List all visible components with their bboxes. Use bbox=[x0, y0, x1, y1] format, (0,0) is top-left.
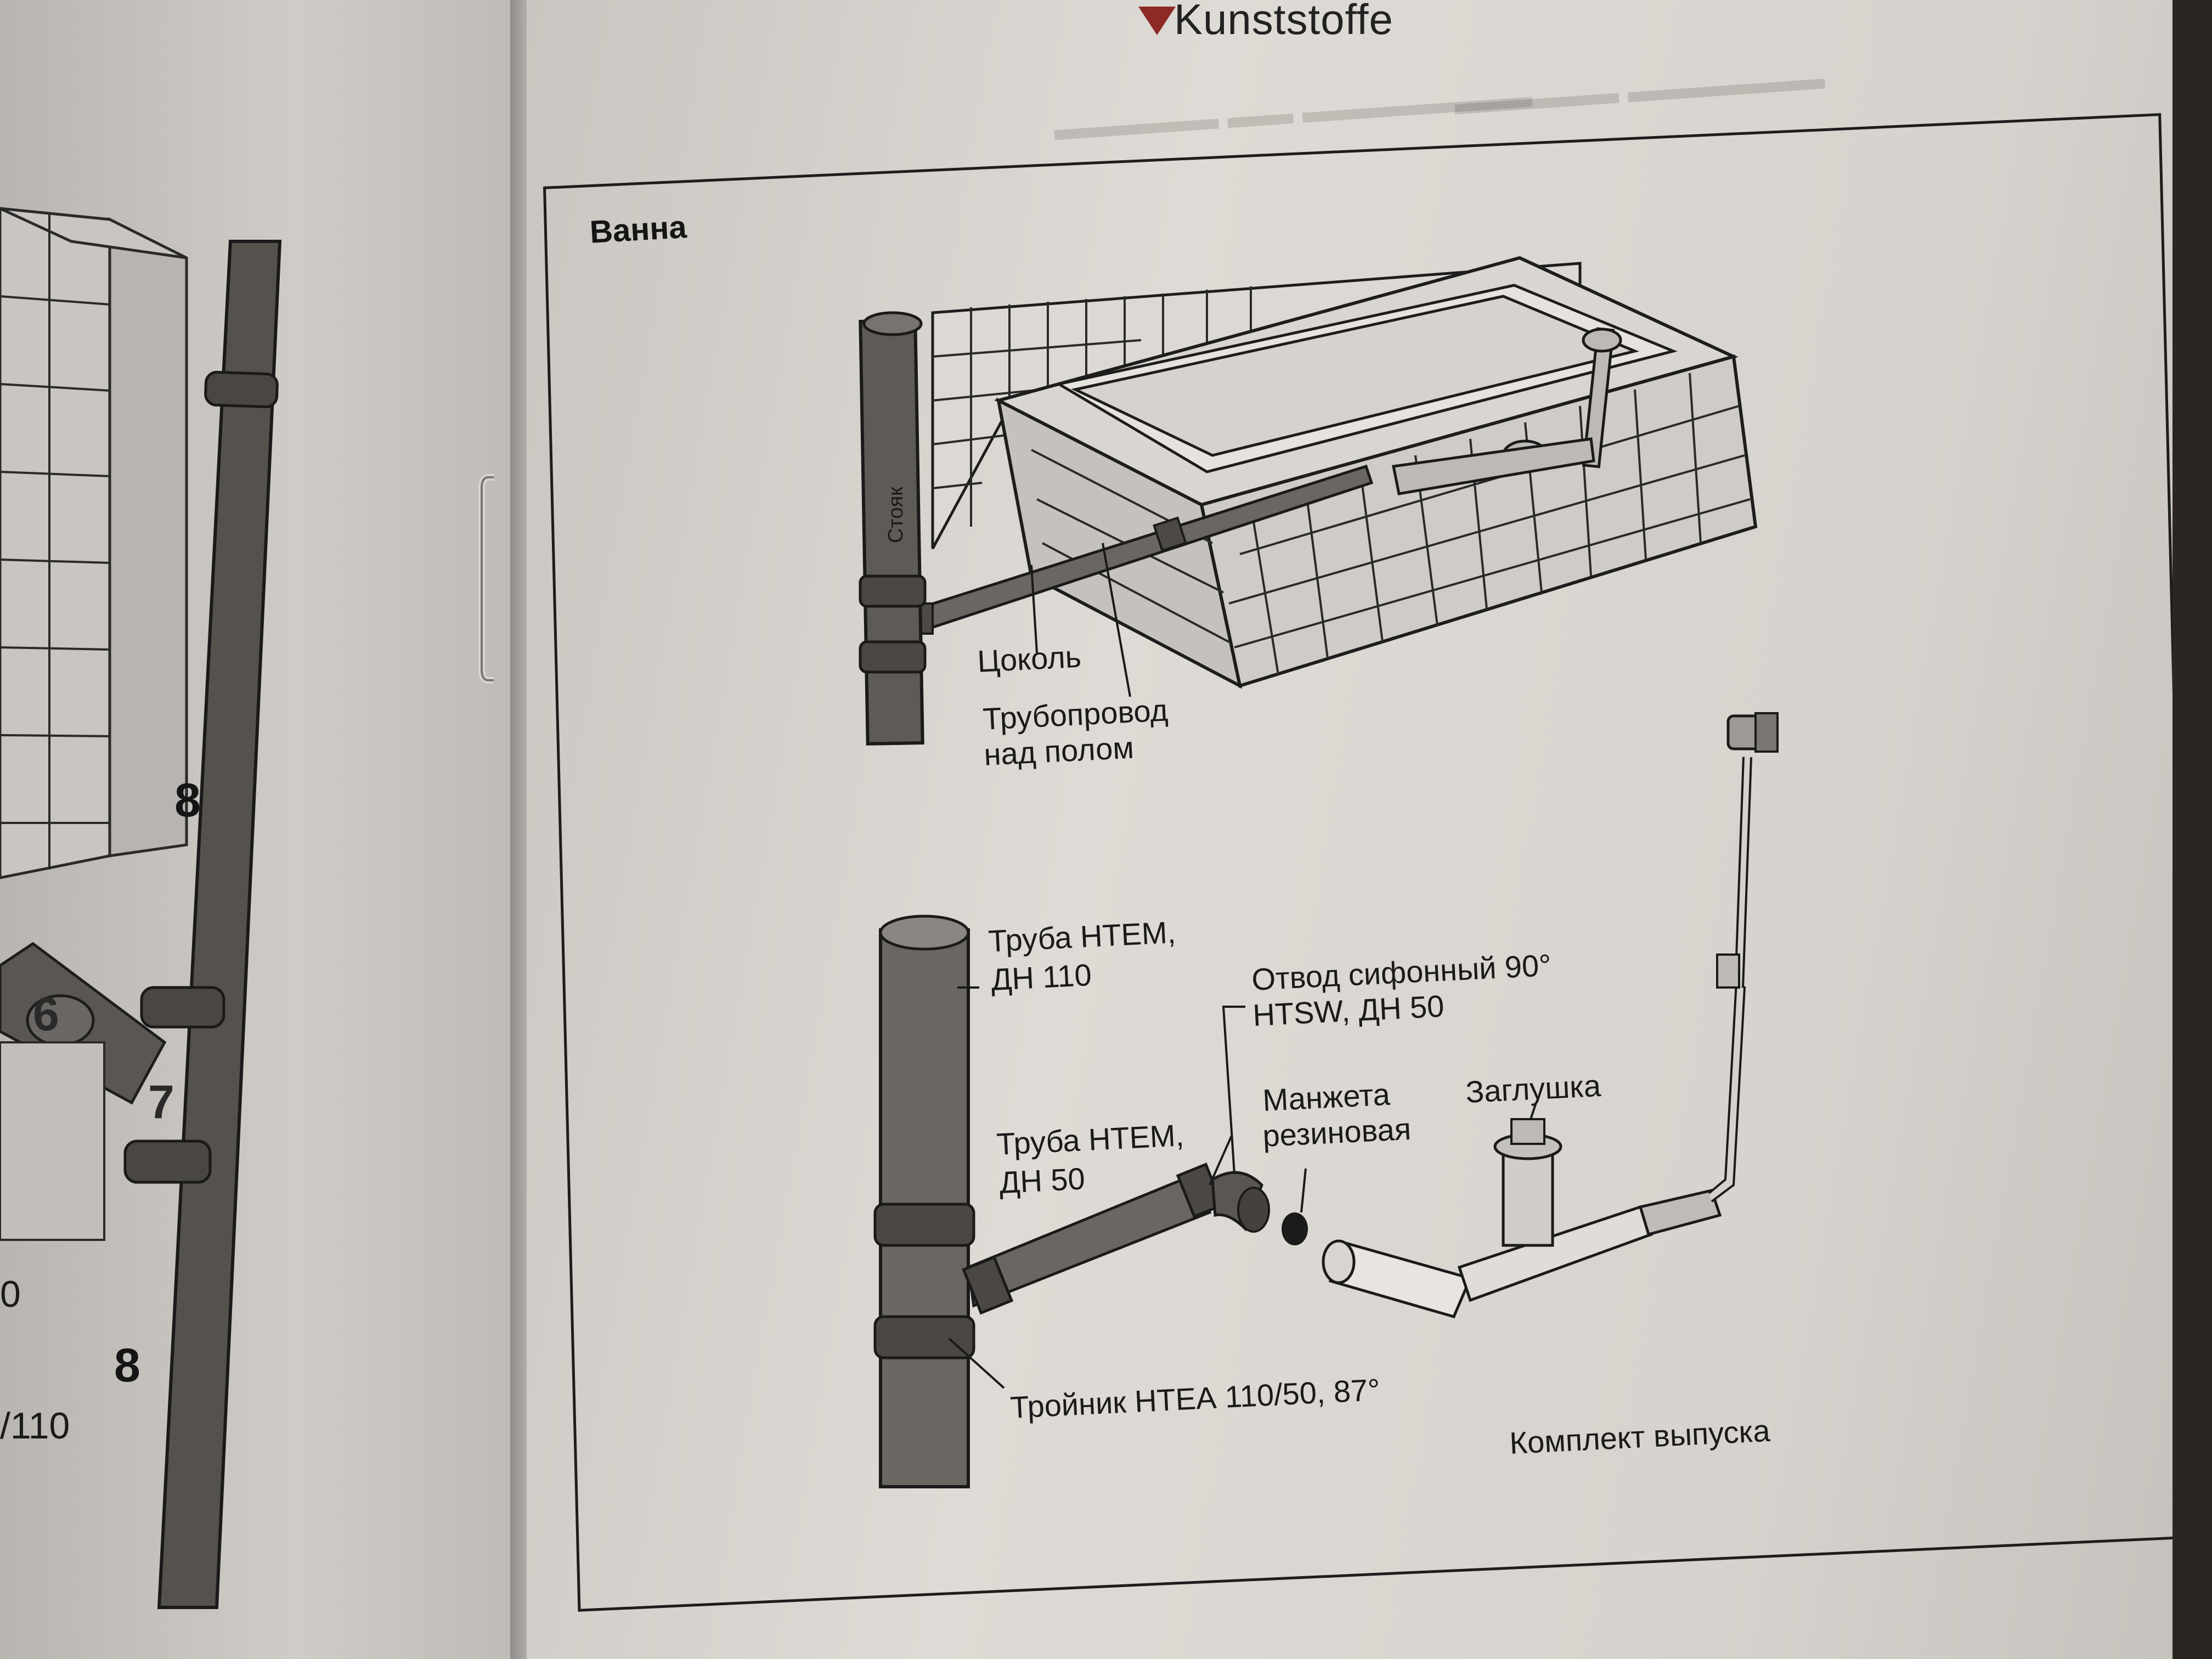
plinth-label: Цоколь bbox=[976, 639, 1082, 679]
elbow-90 bbox=[1211, 1171, 1270, 1233]
left-fitting-number-a: 6 bbox=[33, 988, 59, 1041]
angled-fitting bbox=[0, 941, 167, 1105]
right-page bbox=[527, 0, 2212, 1659]
staple bbox=[478, 474, 494, 684]
pipe50-label-line2: ДН 50 bbox=[998, 1161, 1086, 1200]
wall-block bbox=[0, 1041, 105, 1241]
bottom-leader-lines bbox=[948, 986, 1537, 1389]
riser-label: Стояк bbox=[884, 487, 907, 543]
bathtub bbox=[1055, 284, 1678, 473]
wall-tile-grid bbox=[0, 214, 110, 870]
cuff-label-line1: Манжета bbox=[1261, 1076, 1391, 1118]
left-vertical-pipe bbox=[123, 240, 282, 1609]
bath-outlet-kit bbox=[1322, 712, 1779, 1319]
brand-logo-mark bbox=[1138, 7, 1176, 35]
top-leader-lines bbox=[1030, 543, 1131, 697]
tiled-wall bbox=[0, 207, 188, 879]
left-page-illustration bbox=[0, 207, 282, 1609]
riser-pipe-top bbox=[859, 311, 927, 746]
pipe110-label-line2: ДН 110 bbox=[990, 957, 1093, 997]
left-pipe-number-top: 8 bbox=[174, 774, 201, 827]
left-text-fragment-a: 0 bbox=[0, 1273, 21, 1315]
left-fitting-number-b: 7 bbox=[148, 1076, 174, 1128]
rubber-cuff bbox=[1282, 1168, 1308, 1245]
left-page: 8 8 6 7 0 /110 bbox=[0, 0, 538, 1659]
pipeline-label-line2: над полом bbox=[983, 730, 1135, 772]
brand-name: Kunststoffe bbox=[1174, 0, 1393, 43]
left-pipe-number-bottom: 8 bbox=[114, 1339, 140, 1392]
riser-pipe-bottom bbox=[873, 915, 975, 1488]
background-edge bbox=[2172, 0, 2212, 1659]
cuff-label-line2: резиновая bbox=[1261, 1111, 1412, 1153]
bath-drain-top bbox=[1392, 327, 1622, 495]
left-text-fragment-b: /110 bbox=[0, 1405, 70, 1447]
pipe-dn50 bbox=[962, 1163, 1224, 1315]
plug-label: Заглушка bbox=[1464, 1068, 1602, 1109]
